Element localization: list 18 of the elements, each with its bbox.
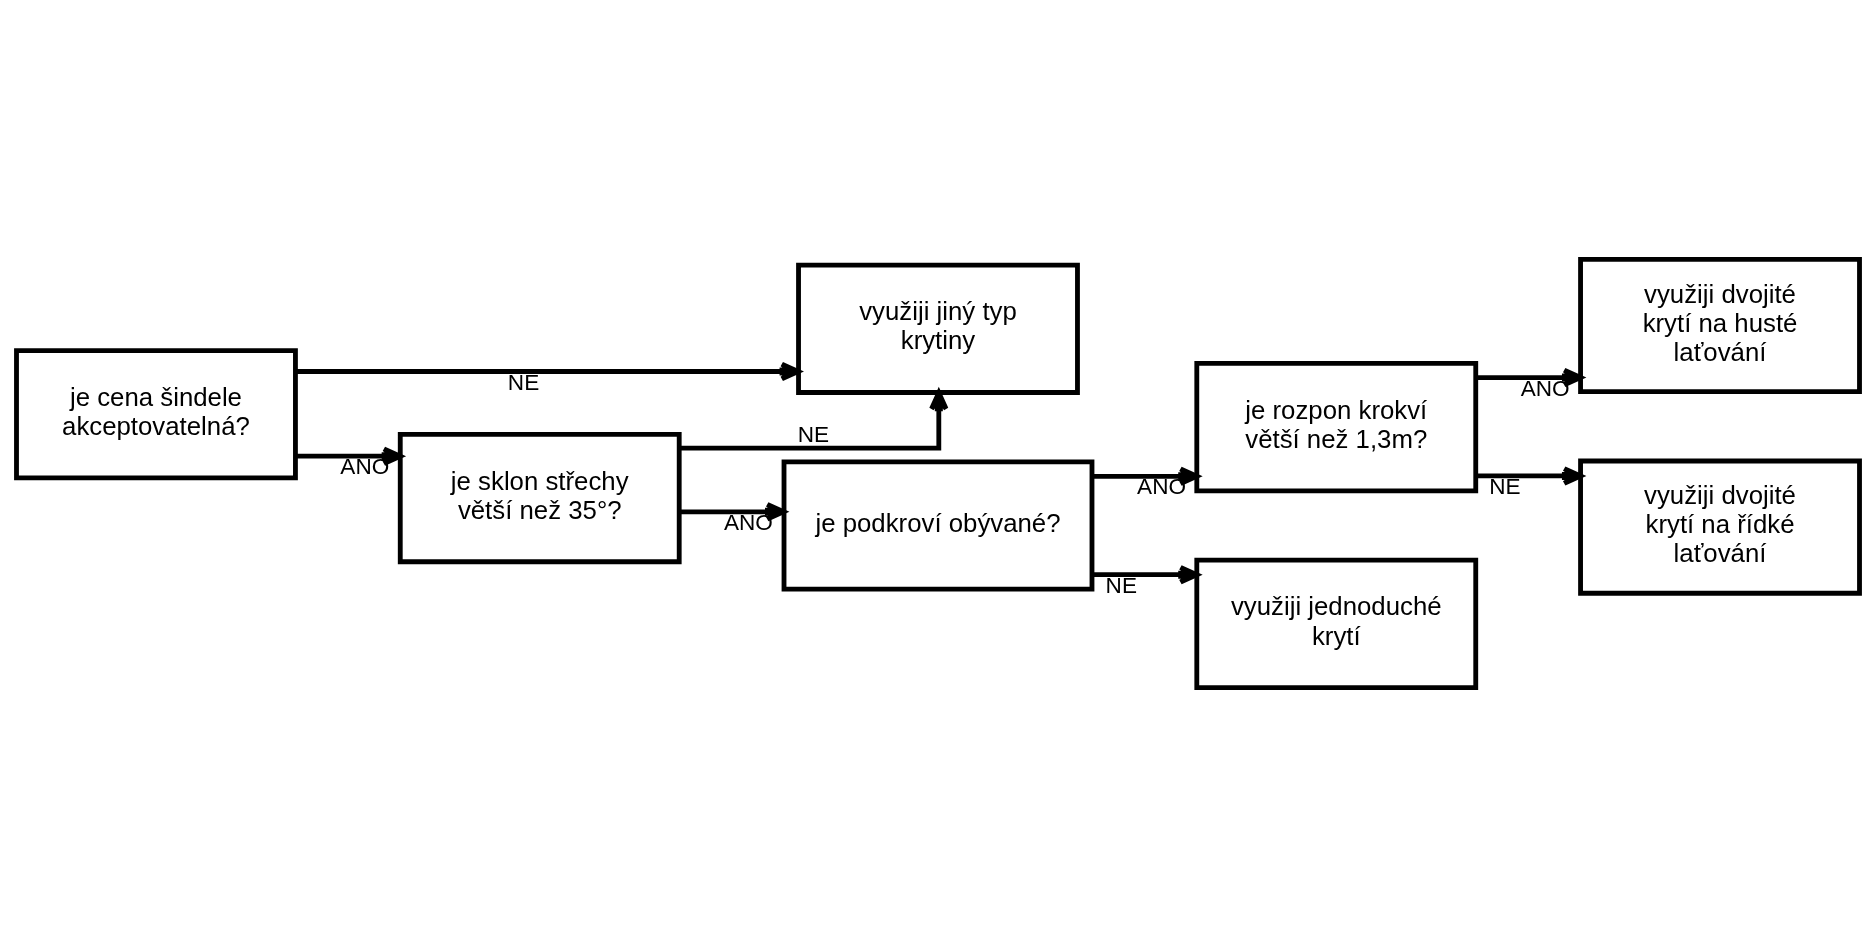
node-box: je podkroví obývané? (781, 459, 1095, 592)
arrow (1092, 565, 1200, 585)
node-box: využiji dvojité krytí na husté laťování (1578, 257, 1862, 395)
edge-label: ANO (724, 509, 773, 535)
edge-label: ANO (1137, 474, 1187, 500)
node-box: je sklon střechy větší než 35°? (397, 431, 682, 565)
edge-label: ANO (1520, 375, 1570, 401)
edge-label: NE (1489, 473, 1521, 499)
arrow (295, 361, 801, 382)
edge-label: NE (507, 369, 540, 395)
node-box: využiji dvojité krytí na řídké laťování (1578, 458, 1862, 596)
node-box: je rozpon krokví větší než 1,3m? (1194, 361, 1479, 494)
edge-label: NE (797, 421, 830, 447)
edge-label: NE (1105, 572, 1137, 598)
node-box: využiji jiný typ krytiny (796, 262, 1080, 395)
node-box: je cena šindele akceptovatelná? (14, 348, 298, 481)
edge-label: ANO (340, 454, 390, 480)
node-box: využiji jednoduché krytí (1194, 557, 1479, 690)
